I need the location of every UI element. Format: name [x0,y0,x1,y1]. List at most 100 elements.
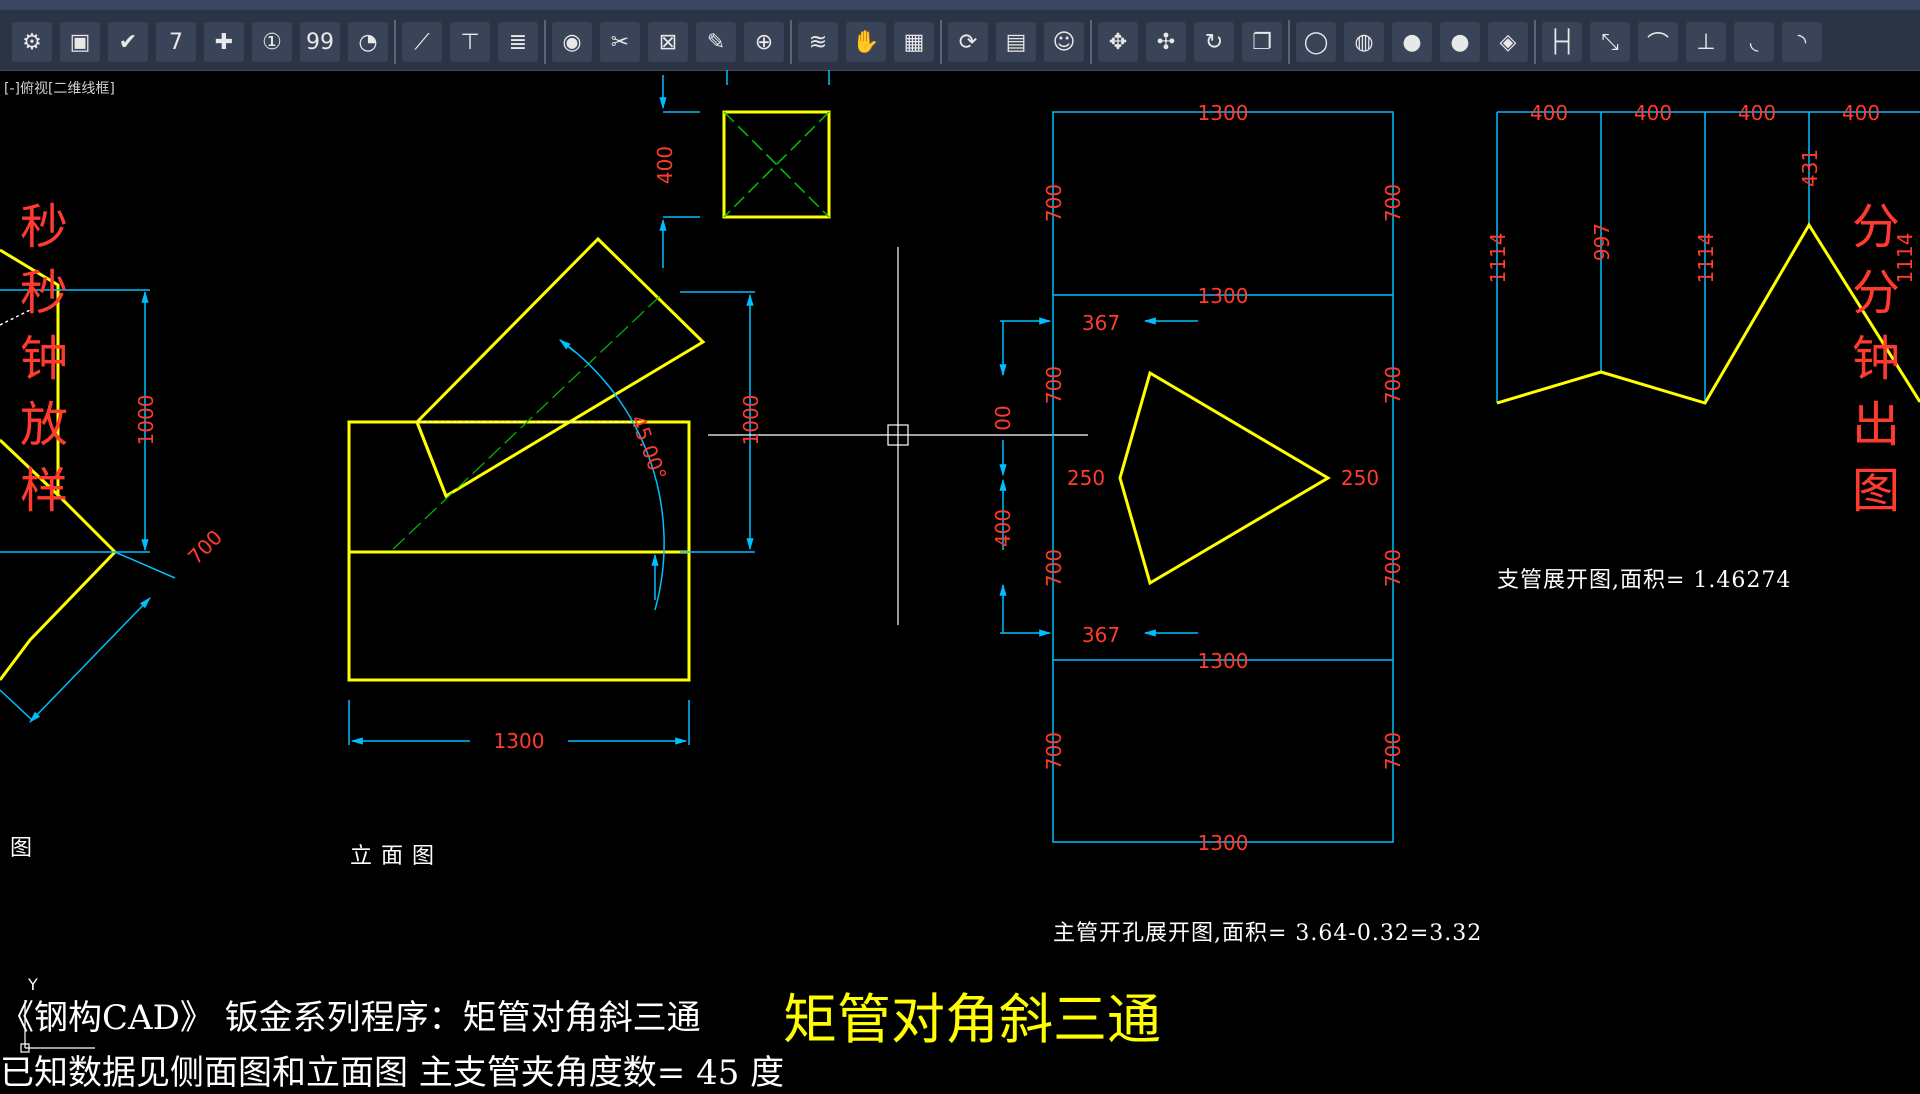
shaded-sphere-icon[interactable]: ● [1392,22,1432,62]
toolbar-separator [1288,20,1290,64]
check-icon-glyph: ✔ [118,29,138,55]
footer-title: 矩管对角斜三通 [783,988,1161,1051]
hidden-sphere-icon-glyph: ◍ [1354,29,1374,55]
align-lines-icon-glyph: ≣ [508,29,528,55]
diameter-dim-icon[interactable]: ◝ [1782,22,1822,62]
report-icon-glyph: ▤ [1005,29,1027,55]
check-icon[interactable]: ✔ [108,22,148,62]
plus-icon-glyph: ✚ [214,29,234,55]
measure-icon[interactable]: ⊤ [450,22,490,62]
orbit-icon[interactable]: ✥ [1098,22,1138,62]
crosshair-cursor [708,247,1088,625]
arc-fan-icon-glyph: ◔ [358,29,378,55]
side-view-outline [0,248,118,681]
side-view [0,248,118,681]
hand-pan-icon[interactable]: ✋ [846,22,886,62]
rendered-sphere-icon-glyph: ● [1450,29,1470,55]
edit-list-icon-glyph: ✎ [706,29,726,55]
edit-list-icon[interactable]: ✎ [696,22,736,62]
dim-left-height: 1000 [134,395,158,446]
report-icon[interactable]: ▤ [996,22,1036,62]
break-line-icon-glyph: ⟋ [414,29,430,55]
arc-dim-icon[interactable]: ⌒ [1638,22,1678,62]
dim-left-700-2: 700 [1042,366,1066,404]
linear-dim-icon[interactable]: ├┤ [1542,22,1582,62]
right-side-char: 图 [1851,463,1900,519]
shaded-sphere-icon-glyph: ● [1402,29,1422,55]
dim-main-mid-top: 1300 [1198,284,1249,308]
align-lines-icon[interactable]: ≣ [498,22,538,62]
continuous-orbit-icon[interactable]: ↻ [1194,22,1234,62]
left-side-char: 秒 [19,199,68,255]
material-icon[interactable]: ◈ [1488,22,1528,62]
box-view-icon-glyph: ❐ [1252,29,1272,55]
hidden-sphere-icon[interactable]: ◍ [1344,22,1384,62]
dim-branch-400-3: 400 [1738,101,1776,125]
left-side-char: 样 [19,463,68,519]
dimension-check-icon[interactable]: ⊠ [648,22,688,62]
orbit-icon-glyph: ✥ [1108,29,1128,55]
dim-hole-250-left: 250 [1067,466,1105,490]
dim-hole-400: 400 [991,509,1015,547]
dim-left-diag: 700 [183,525,227,569]
record-icon[interactable]: ⟳ [948,22,988,62]
main-pipe-hole [1118,370,1331,586]
viewport-label[interactable]: [-]俯视[二维线框] [4,81,115,97]
dim-branch-997: 997 [1590,223,1614,261]
drawing-canvas[interactable]: 400 1000 700 1000 1300 45.00° 1300 1300 … [0,70,1920,1093]
free-orbit-icon[interactable]: ✣ [1146,22,1186,62]
dim-branch-431: 431 [1798,149,1822,187]
zoom-in-icon[interactable]: ⊕ [744,22,784,62]
plus-icon[interactable]: ✚ [204,22,244,62]
hand-pan-icon-glyph: ✋ [852,29,880,55]
dim-main-mid-bottom: 1300 [1198,649,1249,673]
number-one-icon[interactable]: ① [252,22,292,62]
aligned-dim-icon[interactable]: ⤡ [1590,22,1630,62]
ordinate-dim-icon-glyph: ⊥ [1696,29,1716,55]
wire-sphere-icon-glyph: ◯ [1303,29,1329,55]
calculator-icon[interactable]: ▦ [894,22,934,62]
dimension-check-icon-glyph: ⊠ [658,29,678,55]
info-line: 已知数据见侧面图和立面图 主支管夹角度数= 45 度 [0,1053,785,1093]
left-side-char: 放 [19,397,68,453]
number-one-icon-glyph: ① [262,29,282,55]
zoom-in-icon-glyph: ⊕ [754,29,774,55]
rendered-sphere-icon[interactable]: ● [1440,22,1480,62]
frame-icon[interactable]: ▣ [60,22,100,62]
dim-branch-1114-1: 1114 [1486,233,1510,284]
settings-gear-icon[interactable]: ⚙ [12,22,52,62]
measure-icon-glyph: ⊤ [460,29,480,55]
break-line-icon[interactable]: ⟋ [402,22,442,62]
ucs-y-label: Y [27,975,38,994]
top-square-dims [659,70,830,268]
smiley-icon-glyph: ☺ [1052,29,1076,55]
dim-right-700-2: 700 [1381,366,1405,404]
branch-area-text: 支管展开图,面积= 1.46274 [1497,568,1792,593]
box-view-icon[interactable]: ❐ [1242,22,1282,62]
wire-sphere-icon[interactable]: ◯ [1296,22,1336,62]
radius-dim-icon[interactable]: ◟ [1734,22,1774,62]
calculator-icon-glyph: ▦ [903,29,925,55]
eye-icon[interactable]: ◉ [552,22,592,62]
dim-hole-367-top: 367 [1082,311,1120,335]
scissors-icon[interactable]: ✂ [600,22,640,62]
layer-icon[interactable]: ≋ [798,22,838,62]
dim-elev-width: 1300 [494,729,545,753]
dim-branch-400-4: 400 [1842,101,1880,125]
ordinate-dim-icon[interactable]: ⊥ [1686,22,1726,62]
toolbar-separator [394,20,396,64]
arc-fan-icon[interactable]: ◔ [348,22,388,62]
text-99-icon[interactable]: 99 [300,22,340,62]
dim-elev-height: 1000 [739,395,763,446]
main-pipe-dev-frame [999,111,1394,843]
left-side-char: 秒 [19,265,68,321]
dim-right-700-1: 700 [1381,184,1405,222]
calendar-icon[interactable]: 7 [156,22,196,62]
toolbar-separator [1090,20,1092,64]
settings-gear-icon-glyph: ⚙ [22,29,42,55]
main-area-text: 主管开孔展开图,面积= 3.64-0.32=3.32 [1053,921,1483,946]
right-side-char: 出 [1851,397,1900,453]
toolbar-top-strip [0,0,1920,10]
dim-top-square-h: 400 [653,146,677,184]
smiley-icon[interactable]: ☺ [1044,22,1084,62]
